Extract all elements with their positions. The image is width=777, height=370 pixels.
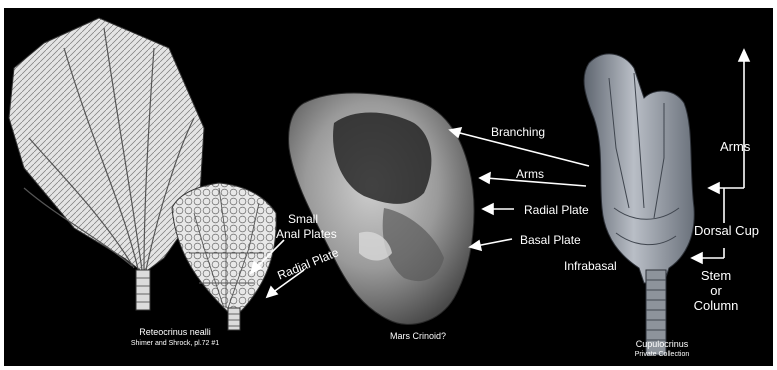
caption-mars-crinoid: Mars Crinoid?: [390, 332, 446, 341]
label-or: or: [710, 284, 722, 297]
label-column: Column: [694, 299, 739, 312]
label-arms-right: Arms: [720, 140, 750, 153]
cup-detail-sketch: [172, 183, 276, 330]
mars-rock-image: [289, 93, 474, 324]
caption-cupulocrinus: Cupulocrinus: [636, 340, 689, 349]
black-panel: Branching Arms Radial Plate Basal Plate …: [4, 8, 773, 366]
illustration-layer: [4, 8, 773, 366]
label-radial-plate-mid: Radial Plate: [524, 204, 589, 216]
label-arms-mid: Arms: [516, 168, 544, 180]
label-dorsal-cup: Dorsal Cup: [694, 224, 759, 237]
label-small: Small: [288, 213, 318, 225]
caption-cupulocrinus-source: Private Collection: [635, 351, 689, 358]
reteocrinus-sketch: [9, 18, 204, 310]
caption-reteocrinus: Reteocrinus nealli: [139, 328, 211, 337]
label-stem: Stem: [701, 269, 731, 282]
caption-reteocrinus-source: Shimer and Shrock, pl.72 #1: [131, 340, 219, 347]
label-basal-plate: Basal Plate: [520, 234, 581, 246]
label-branching: Branching: [491, 126, 545, 138]
label-anal-plates: Anal Plates: [276, 228, 337, 240]
cupulocrinus-fossil-image: [584, 54, 694, 355]
label-infrabasal: Infrabasal: [564, 260, 617, 272]
